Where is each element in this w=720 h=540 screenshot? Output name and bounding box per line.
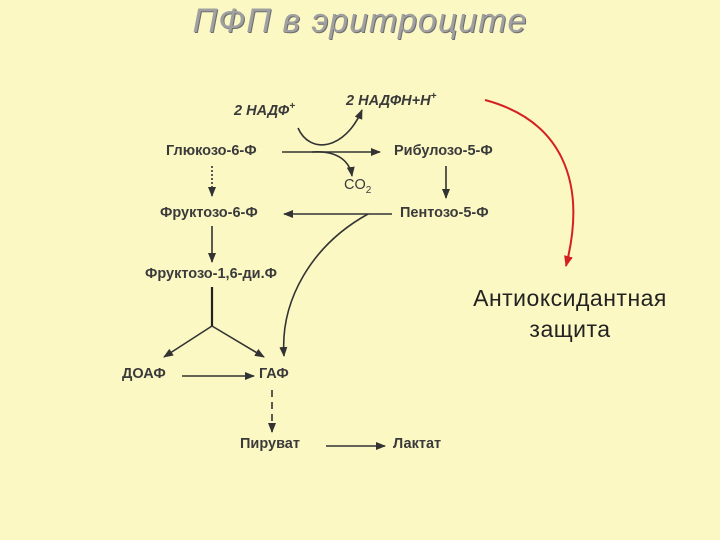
label-pyruvate: Пируват <box>240 436 300 452</box>
label-nadph: 2 НАДФН+Н+ <box>346 91 437 109</box>
label-dhap: ДОАФ <box>122 366 166 382</box>
arrow-p5p-to-gap <box>279 213 369 357</box>
arrow-to-co2 <box>311 151 355 177</box>
page-title: ПФП в эритроците <box>192 2 528 40</box>
label-co2: CO2 <box>344 177 372 196</box>
arrow-f16bp-to-dhap <box>163 325 213 358</box>
arrow-nadph-to-antioxidant <box>484 99 575 267</box>
antioxidant-line-1: Антиоксидантная <box>473 285 667 311</box>
arrow-nadp-to-nadph <box>297 109 363 146</box>
label-ribulose-5-phosphate: Рибулозо-5-Ф <box>394 143 493 159</box>
antioxidant-protection-label: Антиоксидантная защита <box>430 283 710 345</box>
label-nadp: 2 НАДФ+ <box>234 101 296 119</box>
label-pentose-5-phosphate: Пентозо-5-Ф <box>400 205 489 221</box>
arrow-f16bp-to-gap <box>211 325 265 358</box>
label-fructose-1-6-bisphosphate: Фруктозо-1,6-ди.Ф <box>145 266 277 282</box>
label-gap: ГАФ <box>259 366 289 382</box>
antioxidant-line-2: защита <box>529 316 611 342</box>
label-fructose-6-phosphate: Фруктозо-6-Ф <box>160 205 258 221</box>
label-glucose-6-phosphate: Глюкозо-6-Ф <box>166 143 257 159</box>
label-lactate: Лактат <box>393 436 442 452</box>
